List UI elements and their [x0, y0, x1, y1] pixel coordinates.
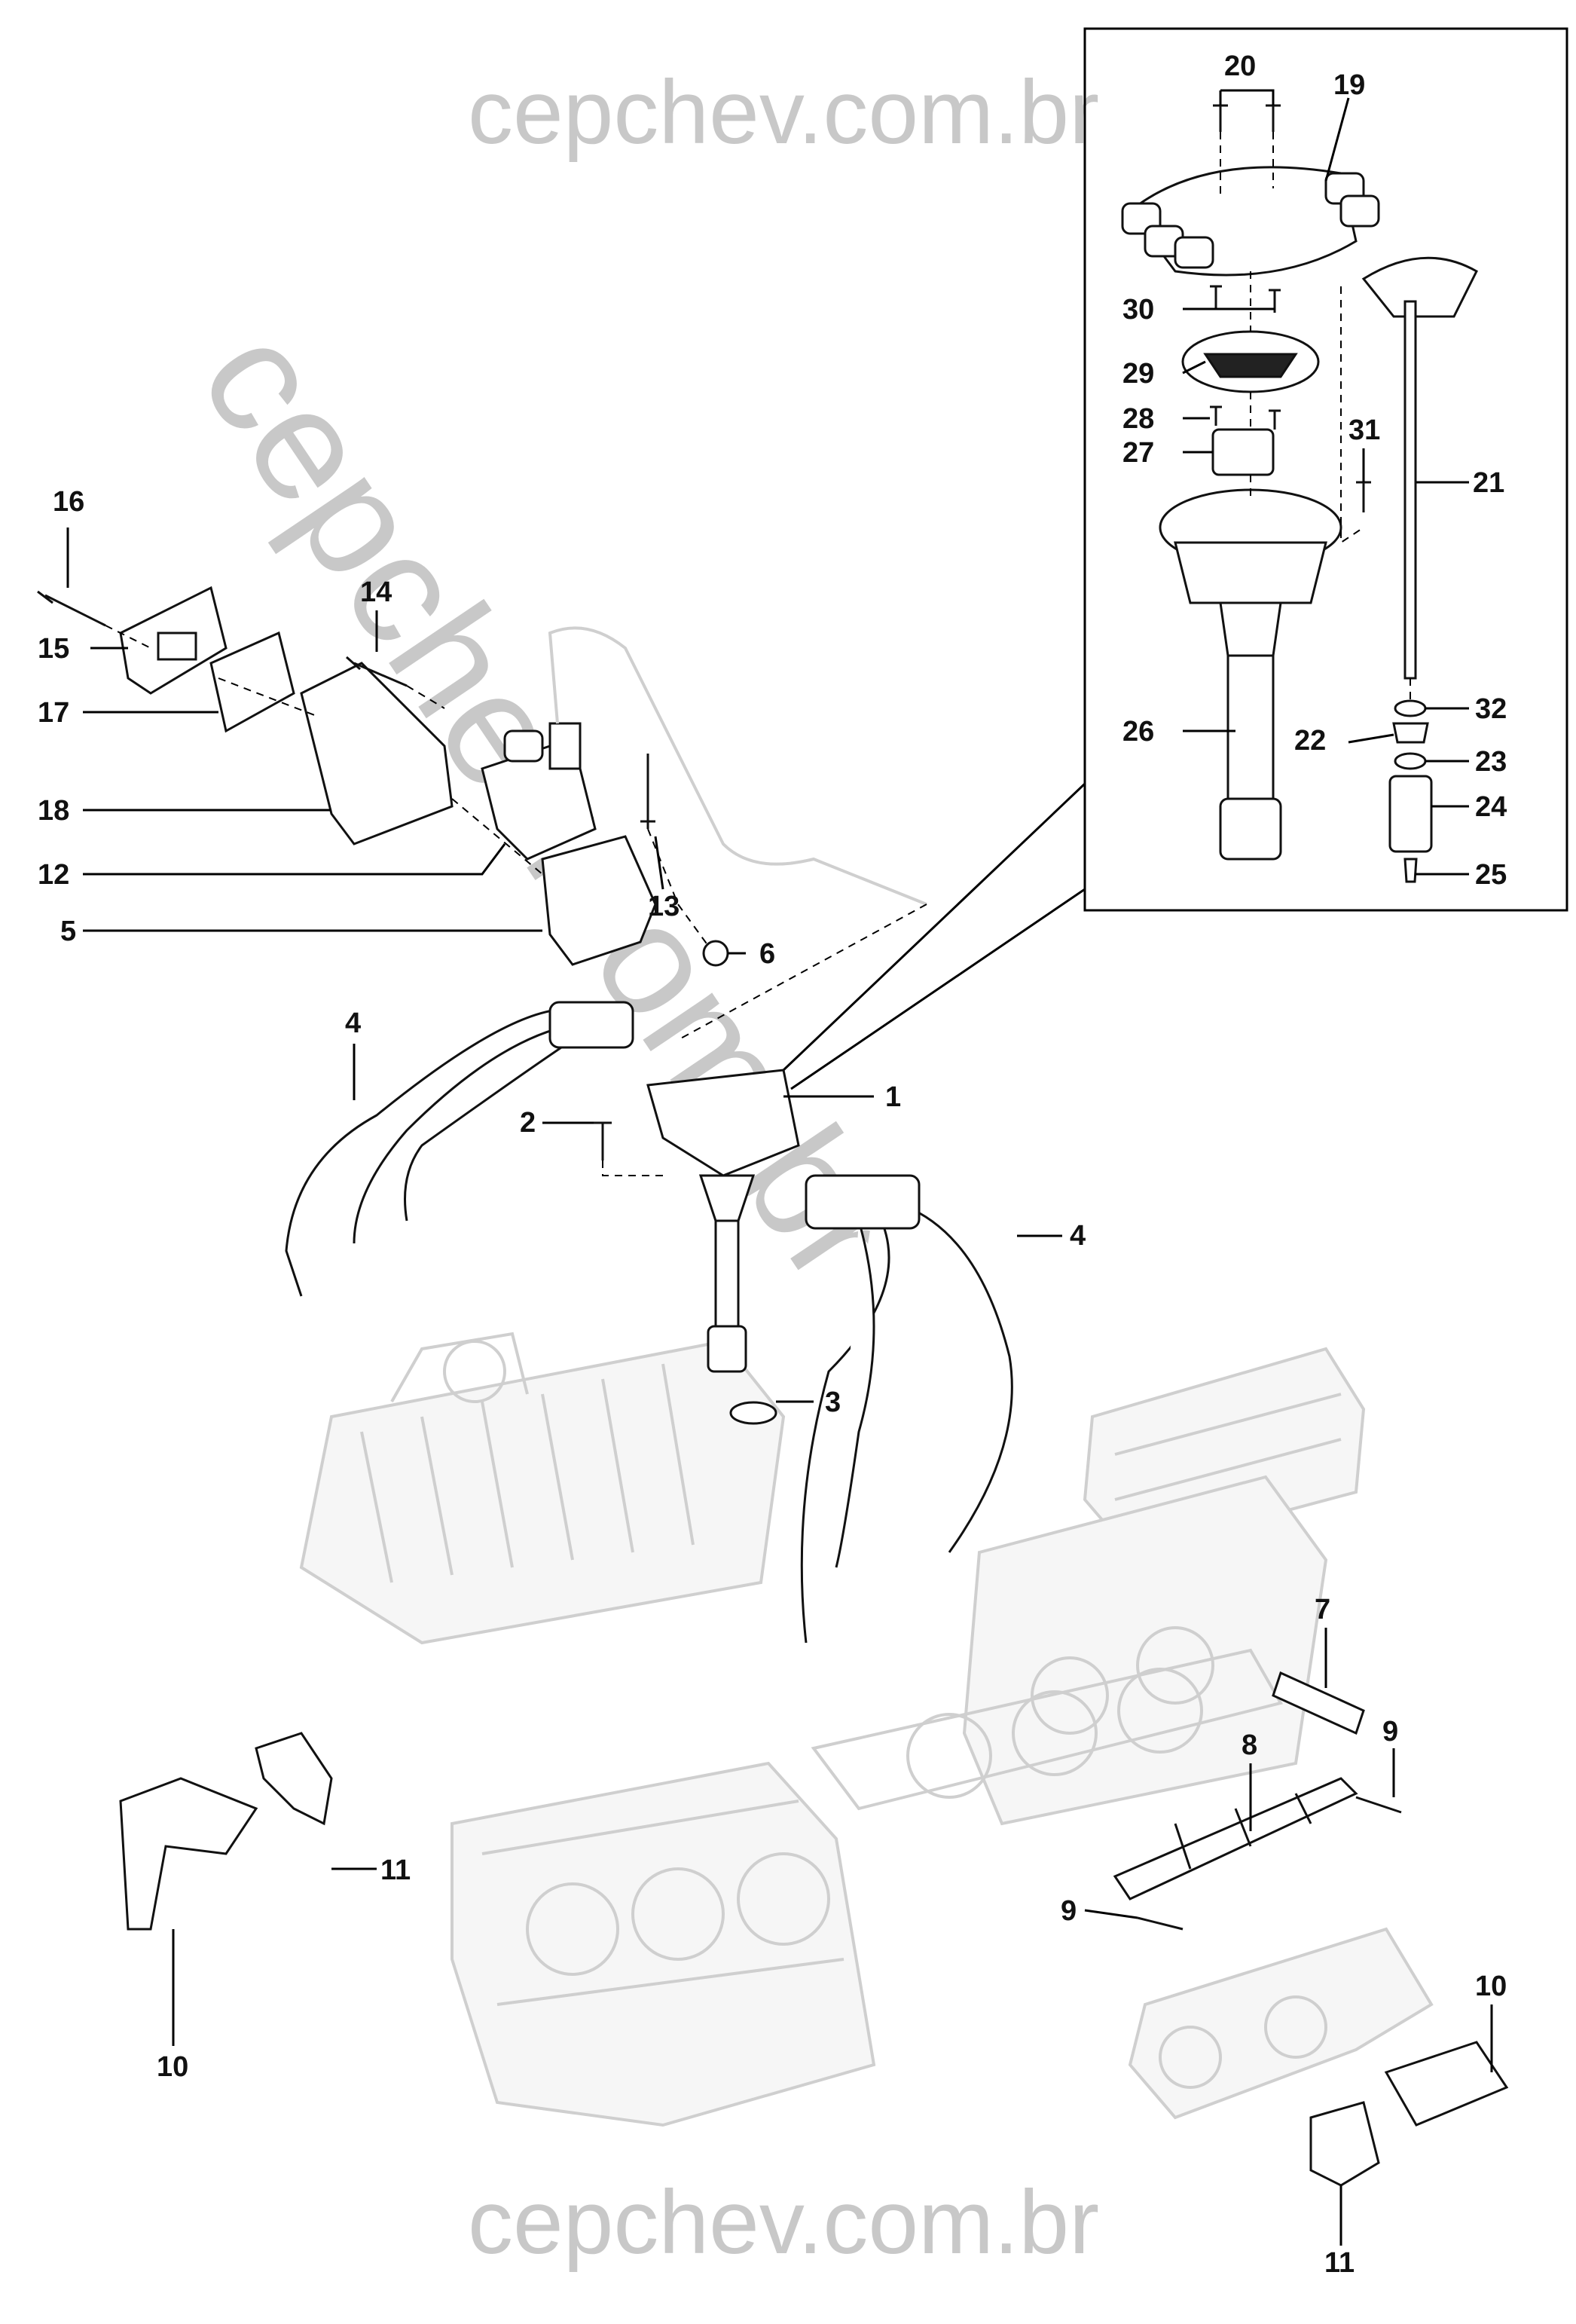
callout-30: 30	[1122, 294, 1154, 326]
inset-assembly-lines	[1220, 132, 1411, 701]
bolt-9-lower	[1137, 1916, 1184, 1931]
callout-12: 12	[38, 859, 69, 891]
callout-9a: 9	[1382, 1716, 1398, 1748]
callout-10b: 10	[1475, 1971, 1507, 2002]
callout-10a: 10	[157, 2051, 188, 2083]
shaft-small-parts	[1388, 699, 1433, 883]
stud-13	[640, 754, 655, 829]
callout-22: 22	[1294, 725, 1326, 757]
spark-plug-wires-left-4	[285, 1001, 634, 1297]
callout-7: 7	[1315, 1594, 1330, 1625]
main-leaders	[66, 527, 1493, 2246]
bolt-16	[37, 590, 106, 627]
callout-23: 23	[1475, 746, 1507, 778]
callout-20: 20	[1224, 50, 1256, 82]
callout-8: 8	[1242, 1729, 1257, 1761]
ignition-module-15	[119, 586, 228, 695]
callout-3: 3	[825, 1387, 841, 1418]
screws-inset	[1210, 104, 1371, 512]
callout-25: 25	[1475, 859, 1507, 891]
bolt-14	[346, 656, 408, 687]
callout-29: 29	[1122, 358, 1154, 390]
clip-11-right	[1309, 2101, 1380, 2187]
pickup-module-27	[1211, 428, 1275, 476]
distributor-assembly-1	[646, 1069, 800, 1373]
callout-24: 24	[1475, 791, 1507, 823]
gasket-3	[729, 1401, 777, 1425]
callout-18: 18	[38, 795, 69, 827]
callout-5: 5	[60, 916, 76, 947]
bracket-18	[300, 662, 454, 846]
main-assembly-lines	[105, 625, 927, 1176]
callout-28: 28	[1122, 403, 1154, 435]
sensor-7	[1272, 1671, 1365, 1735]
callout-13: 13	[648, 891, 680, 922]
distributor-cap-19	[1121, 166, 1380, 277]
callout-1: 1	[885, 1081, 901, 1113]
callout-31: 31	[1348, 414, 1380, 446]
ignition-coil-12	[481, 722, 597, 861]
callout-14: 14	[360, 576, 392, 608]
callout-19: 19	[1333, 69, 1365, 101]
bracket-17	[209, 631, 295, 733]
bracket-5	[541, 835, 657, 966]
callout-15: 15	[38, 633, 69, 665]
engine-ghost-illustration	[299, 1332, 1434, 2127]
callout-4a: 4	[345, 1008, 361, 1039]
wire-support-8	[1113, 1777, 1358, 1900]
callout-17: 17	[38, 697, 69, 729]
bolt-2	[594, 1121, 612, 1160]
callout-26: 26	[1122, 716, 1154, 748]
shaft-21	[1361, 256, 1478, 680]
callout-21: 21	[1473, 467, 1504, 499]
watermark-bottom: cepchev.com.br	[468, 2172, 1099, 2273]
inset-leaders	[1182, 89, 1469, 876]
spark-plug-wires-right-4	[800, 1174, 1013, 1644]
callout-2: 2	[520, 1107, 536, 1139]
inset-leader-line	[782, 782, 1086, 1090]
callout-32: 32	[1475, 693, 1507, 725]
callout-11b: 11	[1324, 2247, 1355, 2279]
coil-wire	[548, 626, 927, 906]
distributor-housing-26	[1159, 488, 1342, 861]
clip-11-left	[255, 1732, 333, 1826]
callout-6: 6	[759, 938, 775, 970]
callout-27: 27	[1122, 437, 1154, 469]
callout-4b: 4	[1070, 1220, 1086, 1252]
callout-9b: 9	[1061, 1895, 1077, 1927]
callout-16: 16	[53, 486, 84, 518]
shield-10-right	[1384, 2041, 1509, 2127]
callout-11a: 11	[380, 1855, 411, 1886]
distributor-detail-inset	[1083, 27, 1568, 912]
bolt-9-upper	[1355, 1796, 1402, 1814]
shield-10-left	[119, 1777, 258, 1931]
watermark-top: cepchev.com.br	[468, 62, 1099, 163]
nut-6	[702, 940, 729, 967]
